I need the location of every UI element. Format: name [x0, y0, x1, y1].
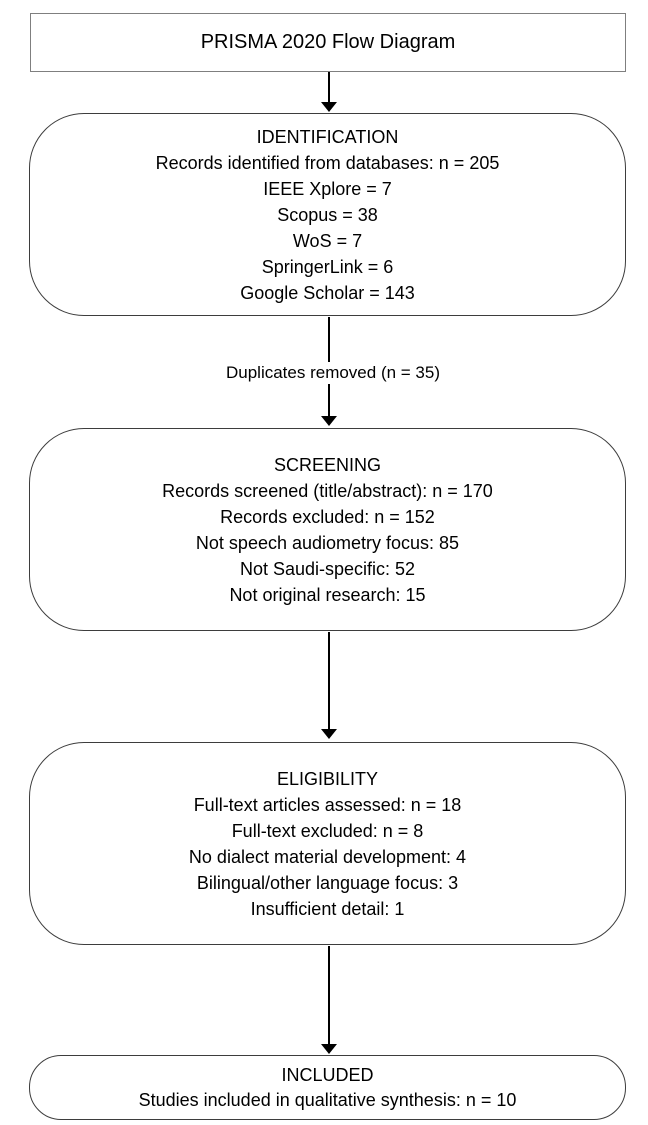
- screening-line-records-excluded: Records excluded: n = 152: [220, 506, 435, 527]
- eligibility-line-insufficient-detail: Insufficient detail: 1: [250, 898, 405, 919]
- eligibility-line-no-dialect-material: No dialect material development: 4: [188, 846, 467, 867]
- eligibility-line-fulltext-assessed: Full-text articles assessed: n = 18: [193, 794, 462, 815]
- identification-line-springerlink: SpringerLink = 6: [261, 256, 394, 277]
- included-heading: INCLUDED: [281, 1064, 374, 1085]
- identification-line-records-identified: Records identified from databases: n = 2…: [155, 152, 500, 173]
- eligibility-heading: ELIGIBILITY: [276, 768, 379, 789]
- flow-arrow-eligibility-to-included: [328, 946, 330, 1044]
- duplicates-removed-label: Duplicates removed (n = 35): [220, 362, 446, 384]
- identification-box: IDENTIFICATION Records identified from d…: [29, 113, 626, 316]
- identification-line-wos: WoS = 7: [292, 230, 363, 251]
- diagram-title-box: PRISMA 2020 Flow Diagram: [30, 13, 626, 72]
- diagram-title: PRISMA 2020 Flow Diagram: [200, 31, 456, 53]
- identification-line-ieee-xplore: IEEE Xplore = 7: [263, 178, 392, 199]
- screening-line-not-original-research: Not original research: 15: [229, 584, 426, 605]
- included-box: INCLUDED Studies included in qualitative…: [29, 1055, 626, 1120]
- flow-arrow-screening-to-eligibility: [328, 632, 330, 729]
- flow-arrow-title-to-identification: [328, 72, 330, 102]
- identification-line-scopus: Scopus = 38: [277, 204, 378, 225]
- included-line-studies-included: Studies included in qualitative synthesi…: [138, 1089, 517, 1110]
- screening-heading: SCREENING: [273, 454, 381, 475]
- eligibility-box: ELIGIBILITY Full-text articles assessed:…: [29, 742, 626, 945]
- identification-line-google-scholar: Google Scholar = 143: [240, 282, 415, 303]
- identification-heading: IDENTIFICATION: [256, 126, 399, 147]
- screening-line-not-saudi-specific: Not Saudi-specific: 52: [239, 558, 416, 579]
- eligibility-line-bilingual-other-language: Bilingual/other language focus: 3: [196, 872, 459, 893]
- screening-line-not-speech-audiometry: Not speech audiometry focus: 85: [195, 532, 460, 553]
- screening-line-records-screened: Records screened (title/abstract): n = 1…: [162, 480, 493, 501]
- eligibility-line-fulltext-excluded: Full-text excluded: n = 8: [231, 820, 424, 841]
- screening-box: SCREENING Records screened (title/abstra…: [29, 428, 626, 631]
